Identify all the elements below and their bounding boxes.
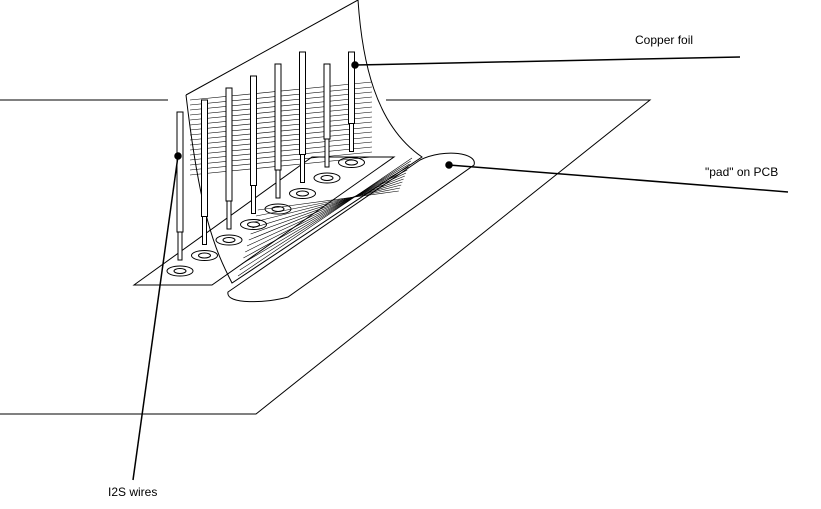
foil-hatch-line xyxy=(243,166,409,259)
pcb-board-outline xyxy=(0,99,652,415)
copper-foil-outline xyxy=(185,0,423,284)
i2s-wire xyxy=(191,99,218,261)
i2s-wires-leader-dot xyxy=(174,152,182,160)
foil-hatch-line xyxy=(239,160,411,271)
wire-insulation xyxy=(201,99,208,217)
copper-foil-leader-dot xyxy=(351,61,359,69)
i2s-wire xyxy=(338,51,365,168)
foil-hatch-line xyxy=(241,163,410,265)
solder-ring-outer xyxy=(215,234,243,246)
foil-hatch-line xyxy=(254,184,402,223)
solder-ring-outer xyxy=(166,265,194,277)
solder-ring-outer xyxy=(191,250,218,261)
i2s-wire xyxy=(313,63,341,184)
wire-insulation xyxy=(176,111,184,233)
i2s-wire-group xyxy=(166,51,365,277)
solder-ring-outer xyxy=(313,172,341,184)
foil-hatch-line xyxy=(246,172,407,247)
i2s-wire xyxy=(289,51,316,199)
wire-core xyxy=(177,231,183,261)
solder-ring-outer xyxy=(264,203,292,215)
solder-ring-inner xyxy=(271,206,285,212)
foil-hatch-line xyxy=(245,169,408,253)
solder-ring-inner xyxy=(198,252,211,259)
wire-core xyxy=(349,123,354,152)
pad-leader-dot xyxy=(445,161,453,169)
i2s-wire xyxy=(166,111,194,277)
pad-on-pcb-label: "pad" on PCB xyxy=(705,165,778,179)
wire-core xyxy=(202,216,207,245)
solder-ring-inner xyxy=(222,237,236,243)
foil-hatch-line xyxy=(252,181,403,229)
i2s-wires-label: I2S wires xyxy=(108,485,157,499)
foil-hatch-line xyxy=(250,178,404,235)
i2s-wire xyxy=(264,63,292,215)
solder-ring-outer xyxy=(289,188,316,199)
wire-insulation xyxy=(250,75,257,186)
wire-core xyxy=(300,154,305,183)
pad-leader-line xyxy=(448,164,789,193)
wire-core xyxy=(324,138,330,168)
wire-core xyxy=(275,169,281,199)
i2s-wires-leader-line xyxy=(132,155,179,481)
solder-ring-inner xyxy=(247,221,260,228)
copper-foil-leader-line xyxy=(354,56,741,66)
foil-hatch-line xyxy=(248,175,405,241)
copper-foil-label: Copper foil xyxy=(635,33,693,47)
wire-insulation xyxy=(299,51,306,155)
pcb-pad xyxy=(227,152,475,303)
solder-ring-inner xyxy=(320,175,334,181)
i2s-wire xyxy=(215,87,243,246)
solder-ring-inner xyxy=(345,159,358,166)
solder-ring-outer xyxy=(338,157,365,168)
i2s-wire xyxy=(240,75,267,230)
solder-ring-inner xyxy=(296,190,309,197)
wire-insulation xyxy=(274,63,282,171)
foil-hatch-line xyxy=(237,157,413,277)
wire-core xyxy=(226,200,232,230)
wire-insulation xyxy=(323,63,331,140)
wire-core xyxy=(251,185,256,214)
solder-ring-inner xyxy=(173,268,187,274)
solder-ring-outer xyxy=(240,219,267,230)
wire-insulation xyxy=(225,87,233,202)
